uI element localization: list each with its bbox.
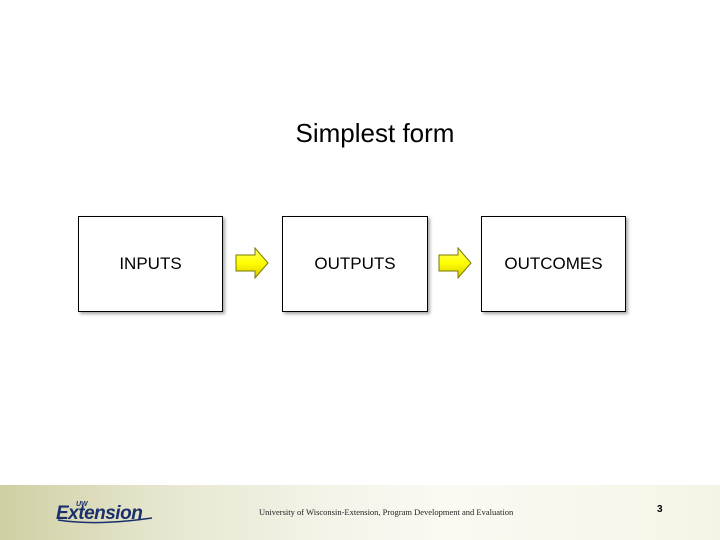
outcomes-label: OUTCOMES (504, 254, 603, 273)
inputs-box: INPUTS (78, 216, 223, 312)
svg-text:Extension: Extension (56, 503, 142, 524)
inputs-label: INPUTS (119, 254, 182, 273)
uw-extension-logo: UW Extension (56, 501, 153, 524)
svg-text:UW: UW (76, 501, 89, 508)
page-number: 3 (657, 504, 663, 515)
outputs-label: OUTPUTS (314, 254, 396, 273)
footer-bar (0, 485, 720, 540)
outcomes-box: OUTCOMES (481, 216, 626, 312)
arrow-right-icon (438, 247, 472, 279)
slide-title: Simplest form (295, 118, 455, 148)
arrow-right-icon (235, 247, 269, 279)
footer-credit: University of Wisconsin-Extension, Progr… (259, 507, 514, 517)
outputs-box: OUTPUTS (282, 216, 428, 312)
